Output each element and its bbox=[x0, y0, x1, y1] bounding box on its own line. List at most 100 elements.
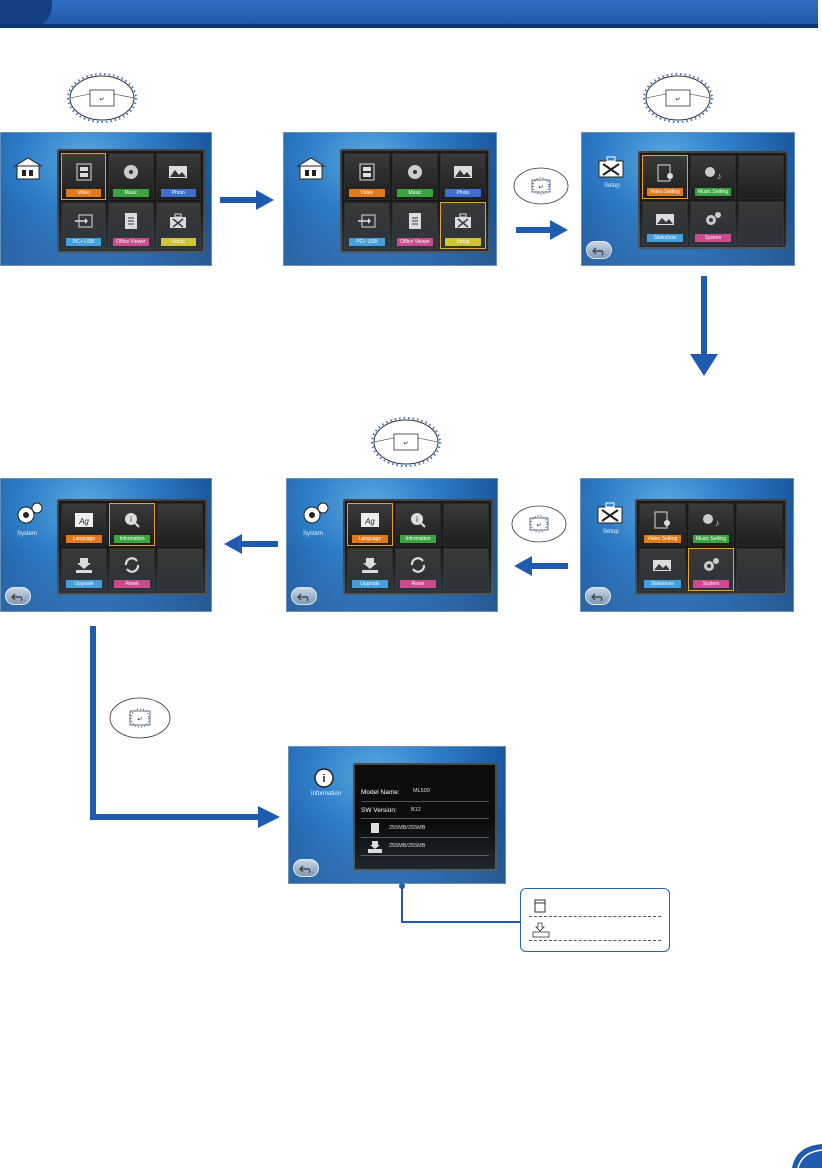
menu-tile-language[interactable]: Ag Language bbox=[347, 503, 393, 546]
storage-memory-value: 255MB/255MB bbox=[389, 843, 426, 849]
tile-label: Information bbox=[400, 535, 436, 543]
info-magnifier-icon: i bbox=[411, 513, 426, 529]
tile-label: Upgrade bbox=[352, 580, 388, 588]
icon-legend-box bbox=[520, 888, 670, 952]
model-name-label: Model Name: bbox=[361, 789, 400, 796]
tile-label: Video Setting bbox=[647, 188, 683, 196]
menu-tile-system[interactable]: System bbox=[690, 201, 736, 245]
menu-tile-setup[interactable]: Setup bbox=[155, 202, 201, 249]
home-menu-panel: Video Music Photo PC+ USB Office Viewer … bbox=[340, 149, 490, 253]
screen-title: System bbox=[303, 531, 324, 537]
film-icon bbox=[359, 163, 375, 181]
menu-tile-office[interactable]: Office Viewer bbox=[108, 202, 154, 249]
screen-title: Setup bbox=[604, 183, 620, 189]
home-screen-video-selected: Video Music Photo PC+ USB Office Viewer … bbox=[0, 132, 212, 266]
back-arrow-icon bbox=[11, 593, 23, 602]
home-icon bbox=[296, 157, 326, 180]
menu-tile-reset[interactable]: Reset bbox=[395, 548, 441, 591]
menu-tile-reset[interactable]: Reset bbox=[109, 548, 155, 591]
arrow-left-icon bbox=[514, 556, 568, 576]
back-button[interactable] bbox=[291, 587, 317, 605]
menu-tile-language[interactable]: Ag Language bbox=[61, 503, 107, 546]
divider bbox=[361, 837, 489, 838]
menu-tile-upgrade[interactable]: Upgrade bbox=[61, 548, 107, 591]
legend-row-storage bbox=[529, 919, 661, 941]
system-screen-language-selected: System Ag Language i Information Upgrade… bbox=[286, 478, 498, 612]
menu-tile-video[interactable]: Video bbox=[344, 153, 390, 200]
menu-tile-video-setting[interactable]: Video Setting bbox=[639, 503, 686, 546]
svg-text:♪: ♪ bbox=[715, 518, 720, 528]
menu-tile-music-setting[interactable]: ♪ Music Setting bbox=[690, 155, 736, 199]
svg-text:i: i bbox=[130, 515, 132, 524]
tile-label: Music bbox=[397, 189, 433, 197]
gears-icon bbox=[17, 502, 43, 524]
menu-tile-music[interactable]: Music bbox=[392, 153, 438, 200]
svg-text:Ag: Ag bbox=[78, 517, 89, 526]
toolbox-icon bbox=[598, 156, 624, 178]
tile-label: Video Setting bbox=[644, 535, 681, 543]
tile-label: System bbox=[692, 580, 730, 588]
menu-tile-empty bbox=[736, 548, 783, 591]
refresh-icon bbox=[124, 557, 140, 574]
menu-tile-photo[interactable]: Photo bbox=[155, 153, 201, 200]
tile-label: Office Viewer bbox=[113, 238, 149, 246]
menu-tile-video-setting[interactable]: Video Setting bbox=[642, 155, 688, 199]
setup-menu-panel: Video Setting ♪ Music Setting Slideshow … bbox=[638, 151, 788, 249]
tile-label: Slideshow bbox=[644, 580, 681, 588]
memory-card-icon bbox=[371, 823, 379, 833]
menu-tile-system[interactable]: System bbox=[687, 548, 735, 591]
menu-tile-slideshow[interactable]: Slideshow bbox=[639, 548, 686, 591]
menu-tile-information[interactable]: i Information bbox=[395, 503, 441, 546]
menu-tile-information[interactable]: i Information bbox=[109, 503, 155, 546]
remote-pad-enter-icon: ↵ bbox=[511, 505, 567, 543]
input-icon bbox=[74, 214, 93, 228]
menu-tile-office[interactable]: Office Viewer bbox=[392, 202, 438, 249]
remote-pad-enter-icon: ↵ bbox=[109, 697, 171, 739]
gears-icon bbox=[303, 502, 329, 524]
input-icon bbox=[358, 214, 376, 228]
film-gear-icon bbox=[654, 511, 671, 529]
arrow-right-icon bbox=[220, 190, 274, 210]
menu-tile-usb[interactable]: PC+ USB bbox=[61, 202, 107, 249]
slideshow-icon bbox=[656, 213, 674, 225]
download-drive-icon bbox=[368, 841, 382, 853]
menu-tile-slideshow[interactable]: Slideshow bbox=[642, 201, 688, 245]
disc-icon bbox=[123, 165, 138, 179]
tile-label: Language bbox=[66, 535, 102, 543]
back-button[interactable] bbox=[5, 587, 31, 605]
tile-label: Photo bbox=[445, 189, 481, 197]
home-screen-setup-selected: Video Music Photo PC+ USB Office Viewer … bbox=[283, 132, 497, 266]
back-arrow-icon bbox=[297, 593, 309, 602]
language-icon: Ag bbox=[361, 513, 379, 528]
svg-text:i: i bbox=[416, 515, 418, 524]
back-button[interactable] bbox=[293, 859, 319, 877]
system-menu-panel: Ag Language i Information Upgrade Reset bbox=[343, 499, 493, 595]
menu-tile-music[interactable]: Music bbox=[108, 153, 154, 200]
menu-tile-setup[interactable]: Setup bbox=[440, 202, 486, 249]
header-strip bbox=[0, 24, 818, 28]
tile-label: Upgrade bbox=[66, 580, 102, 588]
system-menu-panel: Ag Language i Information Upgrade Reset bbox=[57, 499, 207, 595]
legend-row-memory bbox=[529, 895, 661, 917]
remote-pad-enter-icon: ↵ bbox=[67, 73, 137, 123]
menu-tile-empty bbox=[443, 503, 489, 546]
arrow-right-icon bbox=[516, 220, 568, 240]
back-button[interactable] bbox=[586, 241, 612, 259]
gears-icon bbox=[703, 558, 719, 572]
svg-text:↵: ↵ bbox=[403, 441, 408, 447]
menu-tile-music-setting[interactable]: ♪ Music Setting bbox=[687, 503, 735, 546]
tile-label: Slideshow bbox=[647, 234, 683, 242]
tile-label: Information bbox=[114, 535, 150, 543]
menu-tile-upgrade[interactable]: Upgrade bbox=[347, 548, 393, 591]
tile-label: Music Setting bbox=[692, 535, 730, 543]
menu-tile-empty bbox=[157, 503, 203, 546]
back-button[interactable] bbox=[585, 587, 611, 605]
tile-label: System bbox=[695, 234, 731, 242]
toolbox-icon bbox=[170, 213, 187, 228]
menu-tile-video[interactable]: Video bbox=[61, 153, 107, 200]
svg-text:i: i bbox=[322, 773, 325, 785]
menu-tile-photo[interactable]: Photo bbox=[440, 153, 486, 200]
music-gear-icon: ♪ bbox=[702, 514, 720, 528]
svg-text:↵: ↵ bbox=[538, 185, 543, 191]
menu-tile-usb[interactable]: PC+ USB bbox=[344, 202, 390, 249]
